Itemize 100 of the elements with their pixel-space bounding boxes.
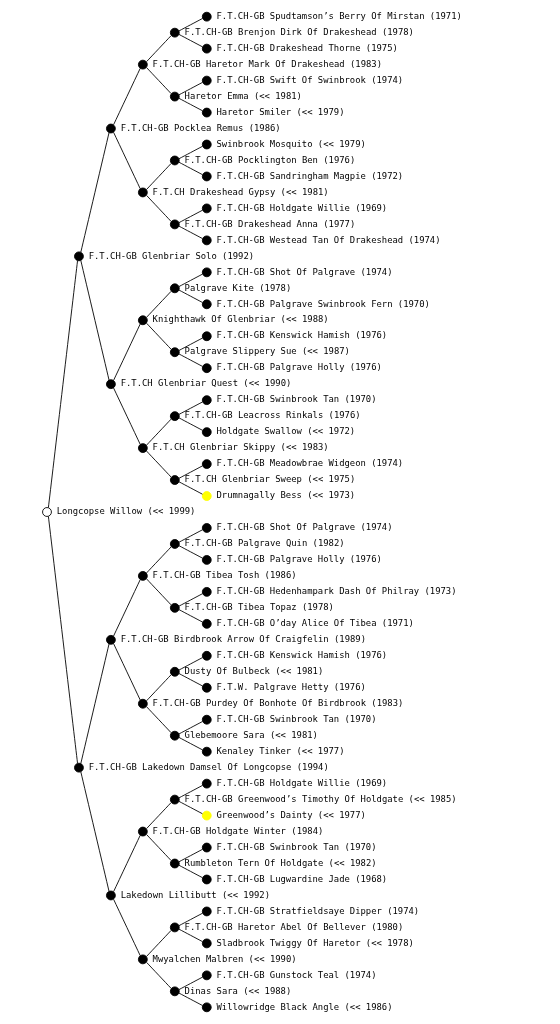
connector <box>178 800 203 815</box>
connector <box>178 161 203 176</box>
node-label: F.T.CH-GB Drakeshead Thorne (1975) <box>216 42 398 53</box>
connector <box>146 930 172 957</box>
node-label: F.T.CH-GB Kenswick Hamish (1976) <box>216 330 388 341</box>
connector <box>178 145 203 160</box>
node-label: F.T.CH-GB Purdey Of Bonhote Of Birdbrook (1983) <box>152 697 404 708</box>
connector <box>80 771 110 892</box>
node-circle <box>201 107 212 118</box>
node-label: F.T.CH-GB Tibea Tosh (1986) <box>152 570 297 581</box>
connector <box>178 928 203 942</box>
node-circle <box>201 1002 212 1013</box>
node-circle <box>106 379 116 390</box>
node-label: F.T.CH-GB Hedenhampark Dash Of Philray (1973) <box>216 586 457 597</box>
connector <box>178 545 203 559</box>
connector <box>178 97 203 112</box>
node-label: Dinas Sara (<< 1988) <box>184 985 292 996</box>
node-label: F.T.CH-GB Spudtamson’s Berry Of Mirstan (1971) <box>216 10 462 21</box>
node-label: F.T.CH-GB O’day Alice Of Tibea (1971) <box>216 618 414 629</box>
node-circle <box>137 571 148 581</box>
node-circle <box>201 746 212 757</box>
node-circle <box>137 698 148 709</box>
node-circle <box>74 762 84 773</box>
node-label: Mwyalchen Malbren (<< 1990) <box>152 953 297 964</box>
connector <box>146 163 172 190</box>
node-circle <box>169 219 180 230</box>
connector <box>80 132 110 253</box>
node-label: F.T.CH-GB Kenswick Hamish (1976) <box>216 650 388 661</box>
connector <box>146 834 172 861</box>
node-circle <box>137 826 148 837</box>
node-label: F.T.CH-GB Tibea Topaz (1978) <box>184 602 334 613</box>
node-label: Greenwood’s Dainty (<< 1977) <box>216 809 366 820</box>
node-circle <box>169 347 180 358</box>
node-circle <box>201 267 212 278</box>
connector <box>178 736 203 751</box>
connector <box>113 131 141 190</box>
connector <box>178 848 203 863</box>
connector <box>80 643 110 764</box>
node-label: F.T.CH-GB Glenbriar Solo (1992) <box>88 250 255 261</box>
node-circle <box>169 475 180 485</box>
node-circle <box>201 587 212 597</box>
node-label: Rumbleton Tern Of Holdgate (<< 1982) <box>184 857 377 868</box>
connector <box>178 337 203 351</box>
connector <box>178 401 203 415</box>
connector <box>47 260 78 508</box>
node-circle <box>201 235 212 246</box>
connector <box>146 322 172 350</box>
node-circle <box>106 634 116 645</box>
node-circle <box>169 155 180 166</box>
node-circle <box>201 395 212 406</box>
node-label: F.T.CH Drakeshead Gypsy (<< 1981) <box>152 186 329 197</box>
node-circle <box>201 842 212 853</box>
node-label: Glebemoore Sara (<< 1981) <box>184 729 318 740</box>
node-circle <box>201 427 212 437</box>
node-circle <box>201 555 212 565</box>
node-circle <box>42 507 52 517</box>
node-label: Palgrave Slippery Sue (<< 1987) <box>184 346 350 357</box>
connector <box>146 578 172 606</box>
node-label: F.T.CH-GB Lugwardine Jade (1968) <box>216 873 388 884</box>
node-circle <box>201 299 212 310</box>
connector <box>178 481 203 495</box>
node-circle <box>201 874 212 885</box>
connector <box>178 417 203 431</box>
node-label: F.T.CH-GB Swinbrook Tan (1970) <box>216 713 377 724</box>
connector <box>113 67 141 126</box>
node-label: Dusty Of Bulbeck (<< 1981) <box>184 666 324 676</box>
node-label: F.T.CH Glenbriar Quest (<< 1990) <box>120 378 292 389</box>
node-label: F.T.CH-GB Greenwood’s Timothy Of Holdgate (<< 1985) <box>184 793 457 804</box>
node-label: F.T.CH-GB Meadowbrae Widgeon (1974) <box>216 458 404 469</box>
node-circle <box>169 91 180 102</box>
node-label: Knighthawk Of Glenbriar (<< 1988) <box>152 314 329 325</box>
node-label: Sladbrook Twiggy Of Haretor (<< 1978) <box>216 937 414 948</box>
node-label: F.T.CH-GB Swinbrook Tan (1970) <box>216 394 377 405</box>
node-circle <box>169 858 180 869</box>
connector <box>178 289 203 303</box>
connector <box>178 82 203 96</box>
connector <box>178 529 203 543</box>
node-circle <box>201 75 212 86</box>
node-label: F.T.CH-GB Sandringham Magpie (1972) <box>216 170 404 181</box>
connector <box>178 912 203 927</box>
node-label: Holdgate Swallow (<< 1972) <box>216 426 356 437</box>
connector <box>178 353 203 367</box>
node-label: F.T.CH-GB Palgrave Quin (1982) <box>184 538 345 549</box>
node-label: F.T.CH-GB Swinbrook Tan (1970) <box>216 841 377 852</box>
connector <box>178 465 203 479</box>
node-label: F.T.CH Glenbriar Skippy (<< 1983) <box>152 442 329 453</box>
connector <box>113 834 141 893</box>
node-label: F.T.CH-GB Palgrave Holly (1976) <box>216 554 382 565</box>
node-label: F.T.CH-GB Stratfieldsaye Dipper (1974) <box>216 905 420 916</box>
node-label: Longcopse Willow (<< 1999) <box>56 506 196 517</box>
node-label: Swinbrook Mosquito (<< 1979) <box>216 138 366 149</box>
node-circle <box>169 603 180 613</box>
node-circle <box>201 363 212 374</box>
node-circle <box>106 890 116 901</box>
node-label: F.T.CH-GB Palgrave Holly (1976) <box>216 362 382 373</box>
node-circle <box>169 283 180 294</box>
node-label: Haretor Emma (<< 1981) <box>184 90 302 101</box>
connector <box>113 898 141 957</box>
node-circle <box>169 411 180 421</box>
node-circle <box>201 650 212 661</box>
